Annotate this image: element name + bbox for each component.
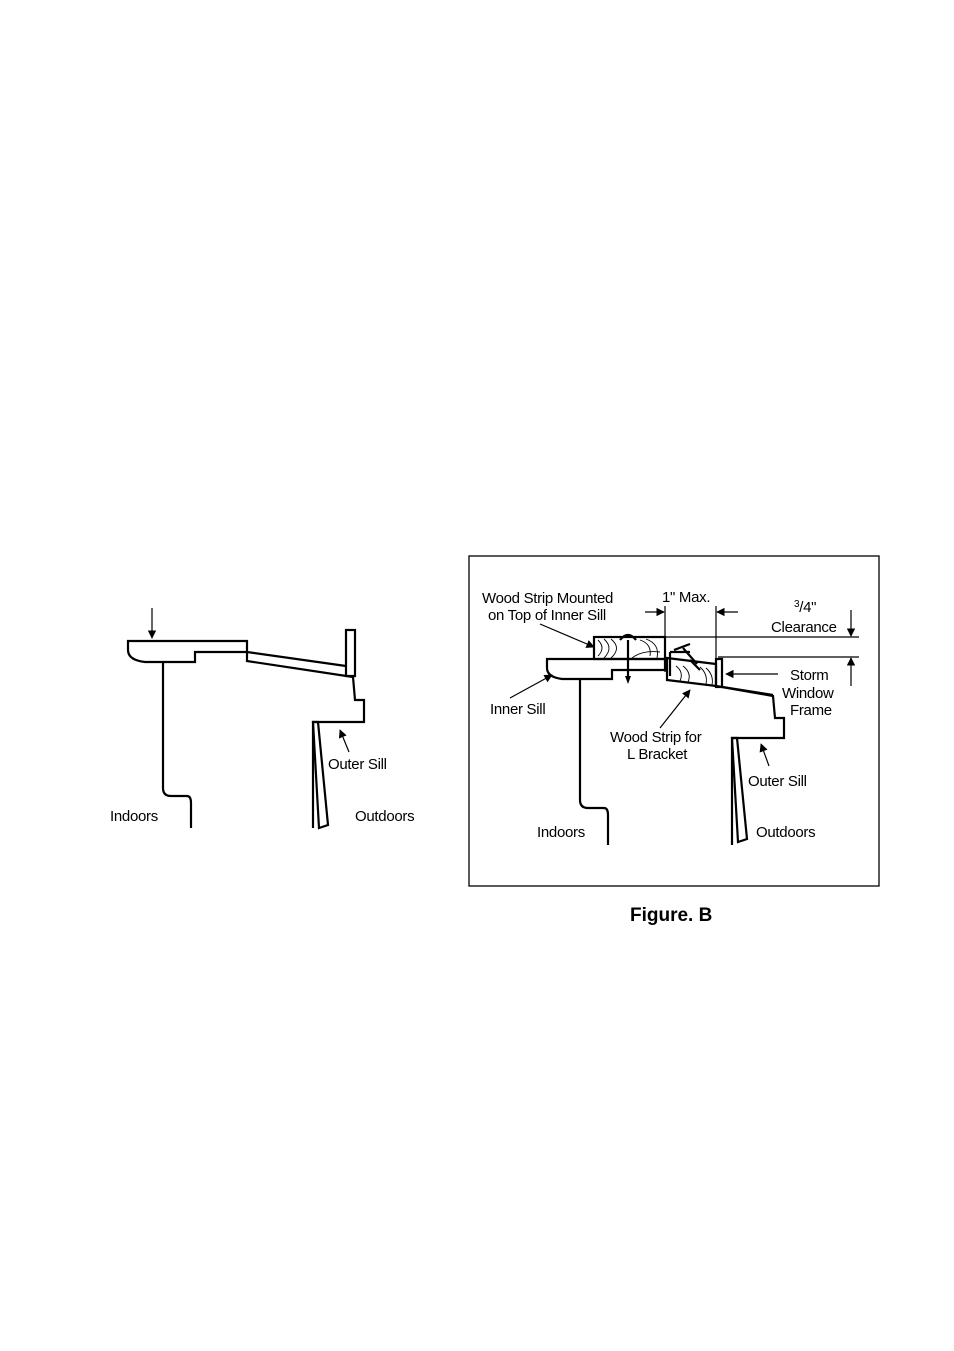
wood-strip-top-label-2: on Top of Inner Sill — [488, 607, 606, 624]
outdoors-label-b: Outdoors — [756, 824, 815, 841]
window-frame-post — [346, 630, 355, 676]
clearance-fraction: 3/4" — [794, 599, 816, 616]
inner-sill-shape-b — [547, 659, 665, 679]
storm-label-1: Storm — [790, 667, 829, 684]
inner-sill-label: Inner Sill — [490, 701, 545, 718]
inner-sill-arrow — [510, 675, 552, 698]
figure-b: Wood Strip Mounted on Top of Inner Sill … — [469, 556, 879, 926]
l-bracket-label-2: L Bracket — [627, 746, 688, 763]
l-bracket-label-1: Wood Strip for — [610, 729, 702, 746]
figure-b-caption: Figure. B — [630, 905, 712, 926]
outer-sill-label-b: Outer Sill — [748, 773, 807, 790]
max-gap-label: 1" Max. — [662, 589, 710, 606]
figure-a: Outer Sill Indoors Outdoors — [110, 608, 414, 828]
inner-sill-shape — [128, 641, 247, 662]
interior-wall — [163, 662, 191, 828]
outer-sill-top-b — [716, 686, 773, 695]
l-bracket — [670, 652, 690, 676]
outdoors-label: Outdoors — [355, 808, 414, 825]
storm-frame-piece — [716, 659, 722, 687]
l-bracket-arrow — [660, 690, 690, 728]
wood-strip-top-arrow — [540, 624, 594, 647]
interior-wall-b — [580, 679, 608, 845]
wood-strip-top — [594, 637, 665, 659]
storm-label-3: Frame — [790, 702, 832, 719]
siding-wedge — [313, 722, 328, 828]
outer-sill-shape — [247, 652, 364, 828]
outer-sill-arrow — [340, 730, 349, 752]
indoors-label-b: Indoors — [537, 824, 585, 841]
wood-strip-top-label-1: Wood Strip Mounted — [482, 590, 613, 607]
siding-wedge-b — [732, 738, 747, 842]
indoors-label: Indoors — [110, 808, 158, 825]
outer-sill-label: Outer Sill — [328, 756, 387, 773]
storm-label-2: Window — [782, 685, 834, 702]
screw-bracket — [674, 644, 700, 670]
outer-sill-arrow-b — [761, 744, 769, 766]
clearance-label: Clearance — [771, 619, 837, 636]
